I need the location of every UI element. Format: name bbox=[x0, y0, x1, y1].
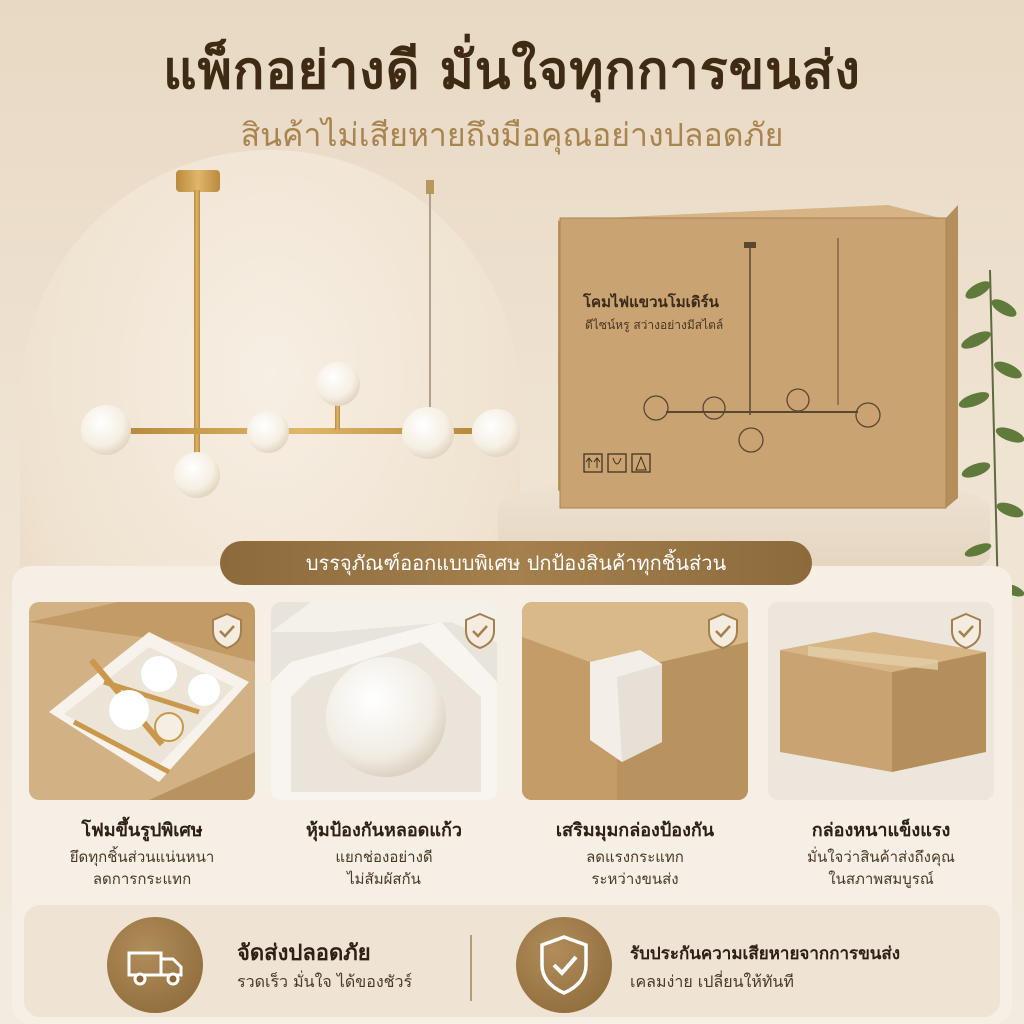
carton-product-tagline: ดีไซน์หรู สว่างอย่างมีสไตล์ bbox=[585, 318, 724, 332]
feature-title-carton: กล่องหนาแข็งแรง bbox=[811, 820, 951, 841]
shield-check-icon bbox=[212, 612, 242, 650]
page-title: แพ็กอย่างดี มั่นใจทุกการขนส่ง bbox=[163, 41, 861, 101]
feature-title-glass: หุ้มป้องกันหลอดแก้ว bbox=[306, 820, 462, 841]
divider bbox=[470, 935, 472, 1001]
feature-desc-foam: ยึดทุกชิ้นส่วนแน่นหนาลดการกระแทก bbox=[69, 848, 215, 888]
feature-desc-corner: ลดแรงกระแทกระหว่างขนส่ง bbox=[586, 848, 684, 888]
guarantee-icon-badge bbox=[516, 917, 612, 1013]
feature-desc-carton: มั่นใจว่าสินค้าส่งถึงคุณในสภาพสมบูรณ์ bbox=[807, 848, 955, 888]
carton-product-name: โคมไฟแขวนโมเดิร์น bbox=[583, 293, 719, 311]
feature-image-glass bbox=[271, 602, 497, 800]
feature-title-corner: เสริมมุมกล่องป้องกัน bbox=[555, 820, 715, 841]
guarantee-desc: เคลมง่าย เปลี่ยนให้ทันที bbox=[630, 972, 794, 991]
shipping-desc: รวดเร็ว มั่นใจ ได้ของชัวร์ bbox=[237, 972, 413, 991]
shield-check-icon bbox=[465, 612, 495, 650]
shipping-title: จัดส่งปลอดภัย bbox=[237, 941, 371, 966]
truck-icon bbox=[127, 951, 183, 986]
packaging-banner: บรรจุภัณฑ์ออกแบบพิเศษ ปกป้องสินค้าทุกชิ้… bbox=[220, 541, 812, 585]
feature-desc-glass: แยกช่องอย่างดีไม่สัมผัสกัน bbox=[335, 848, 433, 888]
shield-check-icon bbox=[540, 935, 588, 995]
feature-title-foam: โฟมขึ้นรูปพิเศษ bbox=[81, 820, 203, 841]
page-subtitle: สินค้าไม่เสียหายถึงมือคุณอย่างปลอดภัย bbox=[240, 116, 784, 154]
chandelier-illustration bbox=[81, 170, 520, 498]
shield-check-icon bbox=[951, 612, 981, 650]
product-carton bbox=[558, 205, 958, 509]
feature-image-corner bbox=[522, 602, 748, 800]
truck-icon-badge bbox=[107, 917, 203, 1013]
shield-check-icon bbox=[708, 612, 738, 650]
guarantee-title: รับประกันความเสียหายจากการขนส่ง bbox=[630, 944, 901, 964]
